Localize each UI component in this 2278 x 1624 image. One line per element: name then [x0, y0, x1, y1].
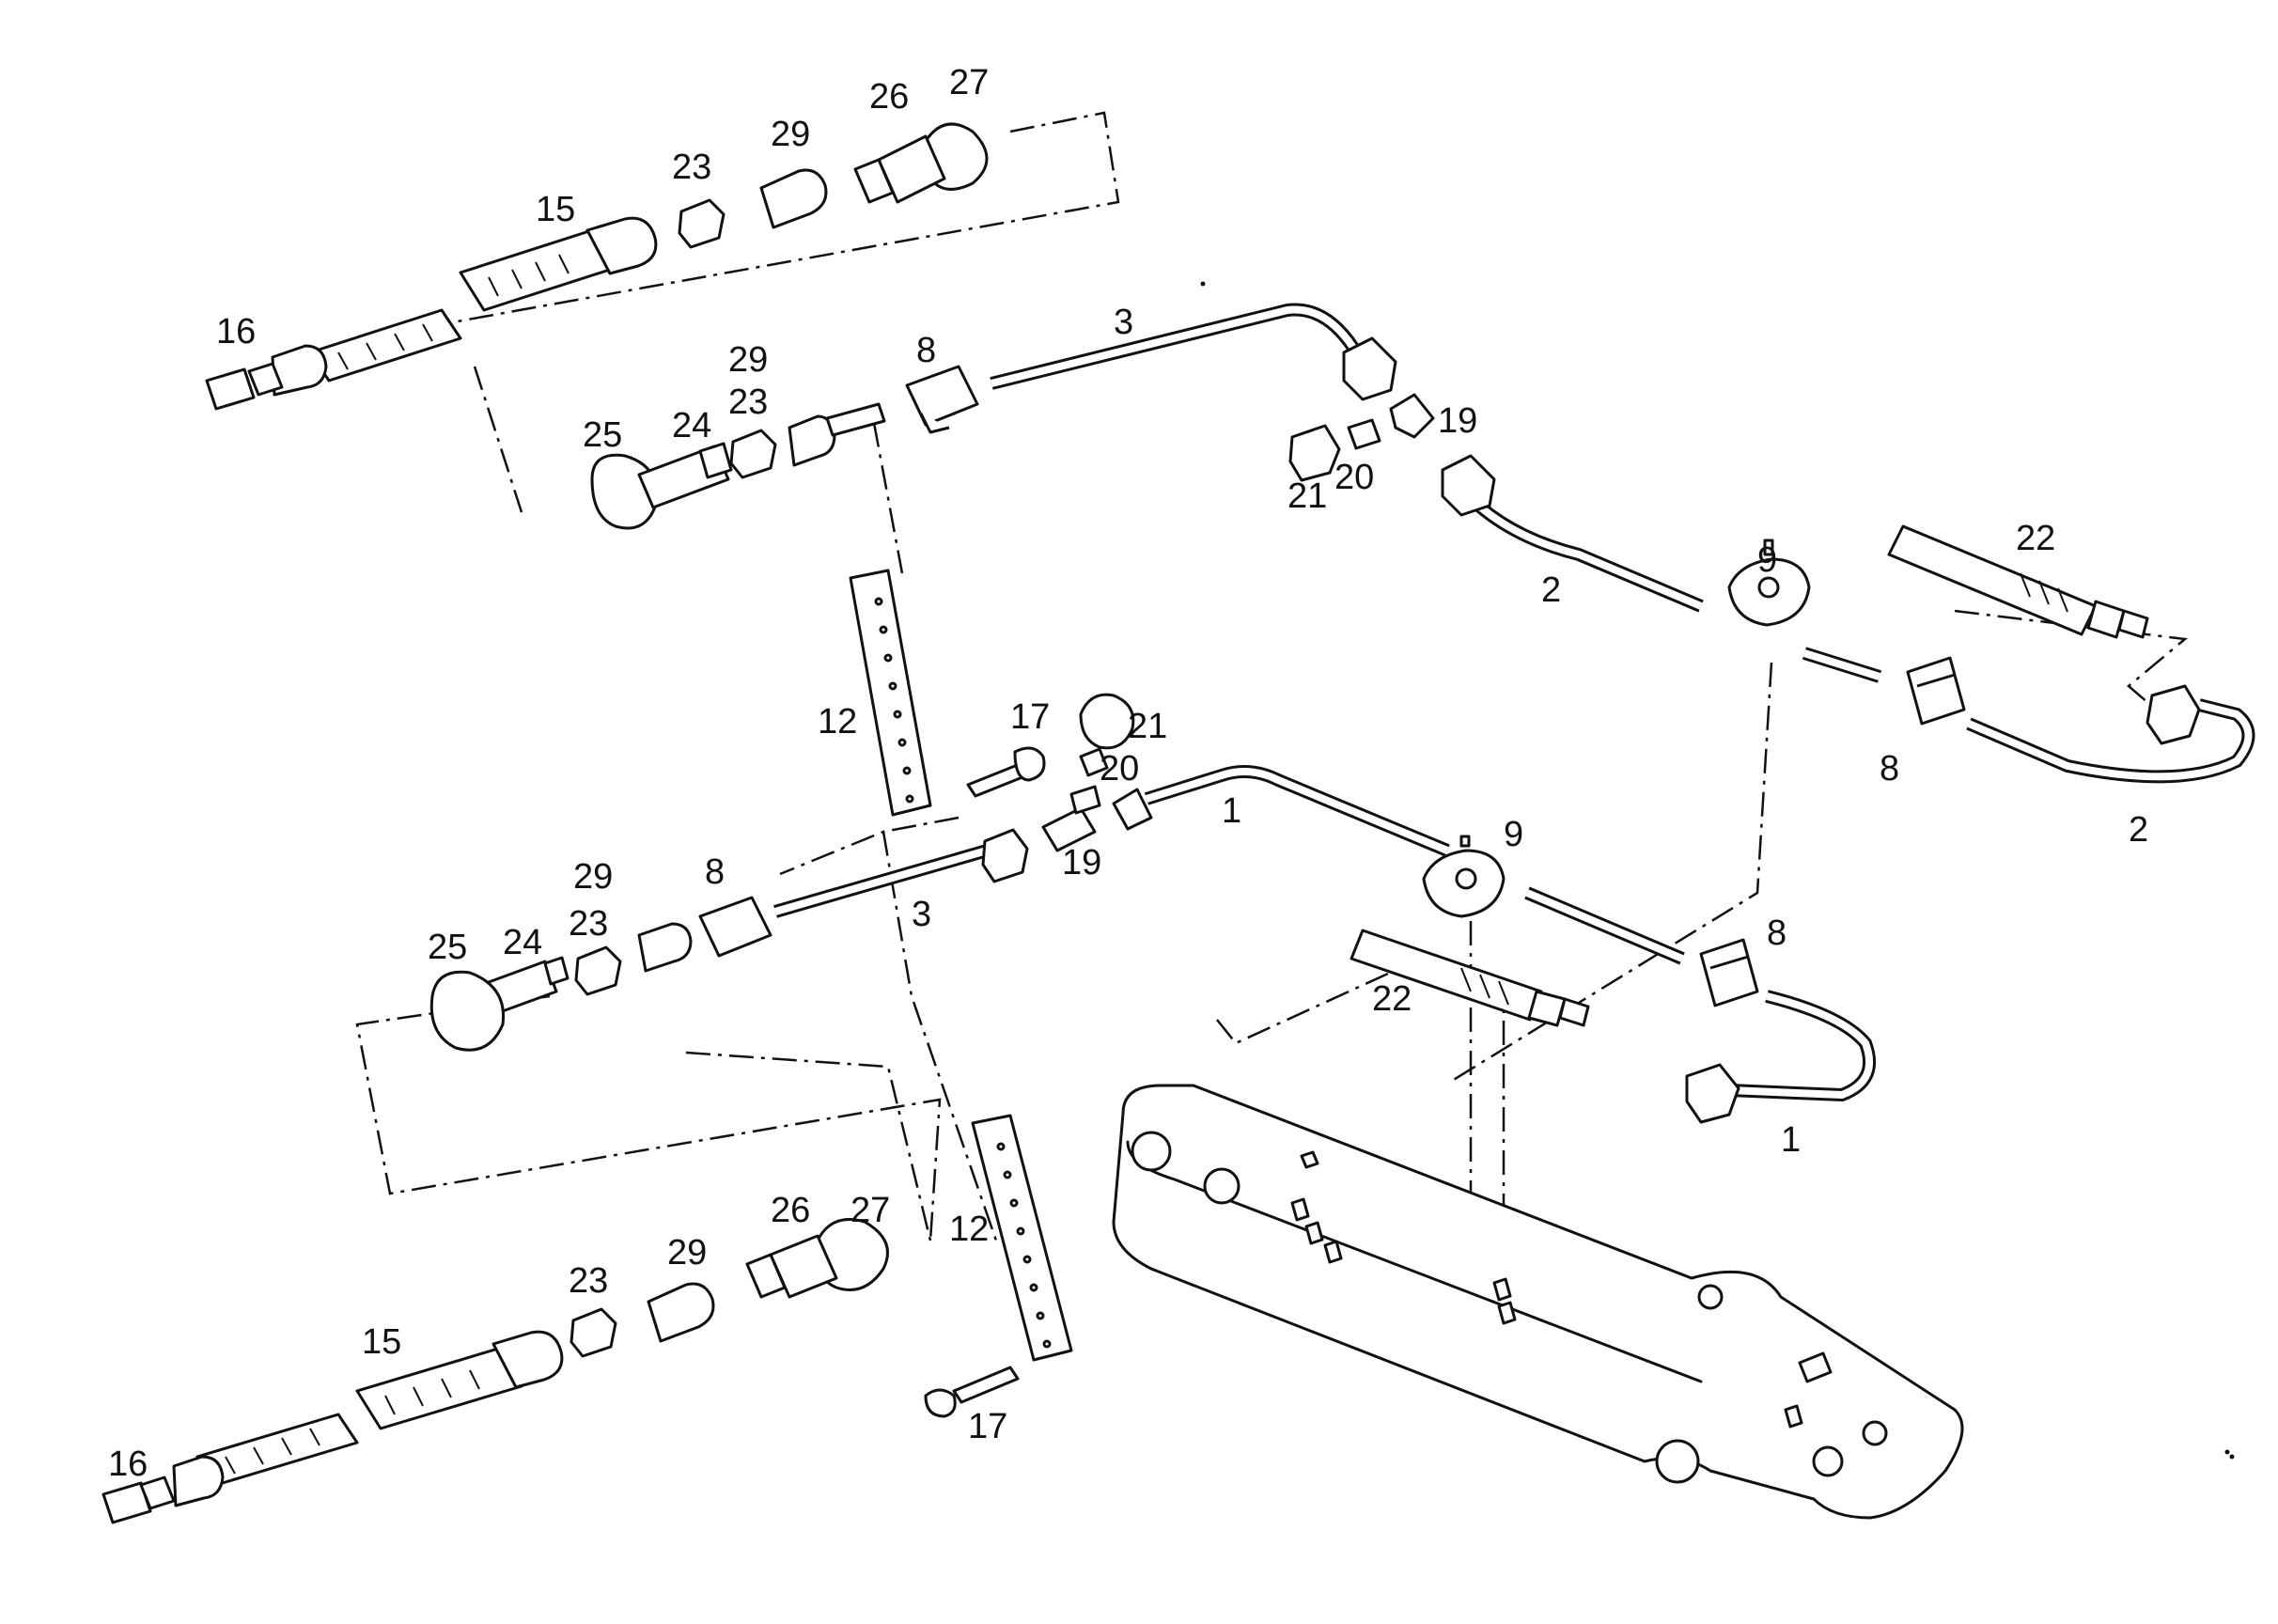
callout-16-bot: 16 [108, 1444, 148, 1484]
fitting-16-top [271, 344, 328, 397]
bolt-17-right [952, 1366, 1020, 1404]
sleeve-mid [637, 922, 693, 973]
plate-12-left [849, 569, 1046, 817]
callout-26-bot: 26 [771, 1191, 810, 1230]
callout-15-bot: 15 [362, 1322, 401, 1362]
callout-23-mid: 23 [569, 904, 608, 944]
fitting-20-upper [1347, 418, 1381, 450]
callout-19-mid: 19 [1062, 843, 1101, 882]
callout-23-top: 23 [672, 148, 711, 187]
leader-lines [355, 111, 2189, 1241]
middle-assembly [429, 693, 1876, 1124]
callout-24-mid: 24 [503, 923, 542, 962]
callout-21-upper: 21 [1287, 476, 1327, 516]
clamp-8-lower [1699, 938, 1759, 1007]
callout-25-mid: 25 [428, 928, 467, 967]
callout-12-left: 12 [818, 702, 857, 742]
callout-8-upper: 8 [916, 331, 936, 370]
nut-23-mid [574, 945, 622, 996]
callout-24-upper: 24 [672, 406, 711, 445]
nut-23-upper [729, 429, 777, 479]
pipe-1-lower [1728, 990, 1876, 1102]
callout-8-lower: 8 [1767, 914, 1787, 953]
upper-assembly [590, 303, 2255, 784]
callout-2-right: 2 [2129, 810, 2148, 850]
callout-22-right: 22 [2016, 519, 2055, 558]
callouts: 27 26 29 23 15 16 29 23 25 24 8 3 19 20 … [108, 63, 2148, 1484]
tee-19-mid [1041, 806, 1097, 852]
callout-20-upper: 20 [1334, 458, 1374, 497]
callout-23-upper: 23 [728, 383, 768, 422]
callout-8-mid: 8 [705, 852, 725, 892]
callout-27-top: 27 [949, 63, 989, 102]
callout-3-upper: 3 [1114, 303, 1133, 342]
callout-25-upper: 25 [583, 415, 622, 455]
nut-21-mid [1079, 693, 1135, 750]
clamp-8-upper [905, 365, 979, 427]
callout-17-left: 17 [1010, 697, 1050, 737]
callout-1-lower: 1 [1781, 1120, 1801, 1160]
top-hose-assembly [205, 122, 989, 411]
callout-2-upper: 2 [1541, 570, 1561, 610]
nut-3-upper [1342, 336, 1397, 401]
callout-9-mid: 9 [1504, 815, 1523, 854]
callout-29-upper: 29 [728, 340, 768, 380]
callout-16-top: 16 [216, 312, 256, 351]
clamp-8-mid [698, 896, 772, 958]
callout-23-bot: 23 [569, 1261, 608, 1301]
clamp-8-right [1906, 656, 1966, 726]
callout-17-bot: 17 [968, 1407, 1007, 1446]
callout-29-bot: 29 [667, 1233, 707, 1273]
nut-23-bot [570, 1307, 617, 1358]
callout-22-lower: 22 [1372, 979, 1412, 1019]
boom-arm [1112, 1084, 1964, 1520]
tee-19-upper [1389, 393, 1435, 439]
callout-29-top: 29 [771, 115, 810, 154]
fitting-29-top [759, 168, 828, 229]
callout-8-right: 8 [1880, 749, 1899, 789]
hose-22-lower [1350, 929, 1543, 1022]
fitting-20-mid [1079, 747, 1109, 777]
callout-1-mid: 1 [1222, 791, 1241, 831]
callout-12-bot: 12 [949, 1210, 989, 1249]
fitting-16-bot [172, 1455, 225, 1507]
plate-12-right [924, 1114, 1073, 1418]
callout-27-bot: 27 [850, 1191, 890, 1230]
bottom-hose-assembly [101, 1218, 889, 1524]
callout-3-mid: 3 [912, 895, 931, 934]
nut-23-top [678, 198, 726, 249]
callout-29-mid: 29 [573, 857, 613, 897]
callout-19-upper: 19 [1438, 401, 1477, 441]
nut-21-upper [1288, 424, 1341, 482]
hose-22-upper [1887, 524, 2098, 636]
callout-15-top: 15 [536, 190, 575, 229]
callout-26-top: 26 [869, 77, 909, 117]
callout-20-mid: 20 [1100, 749, 1139, 789]
callout-9-upper: 9 [1757, 540, 1777, 580]
fitting-29-bot [647, 1282, 715, 1343]
coupling-25-mid [429, 970, 506, 1052]
callout-21-mid: 21 [1128, 707, 1167, 746]
